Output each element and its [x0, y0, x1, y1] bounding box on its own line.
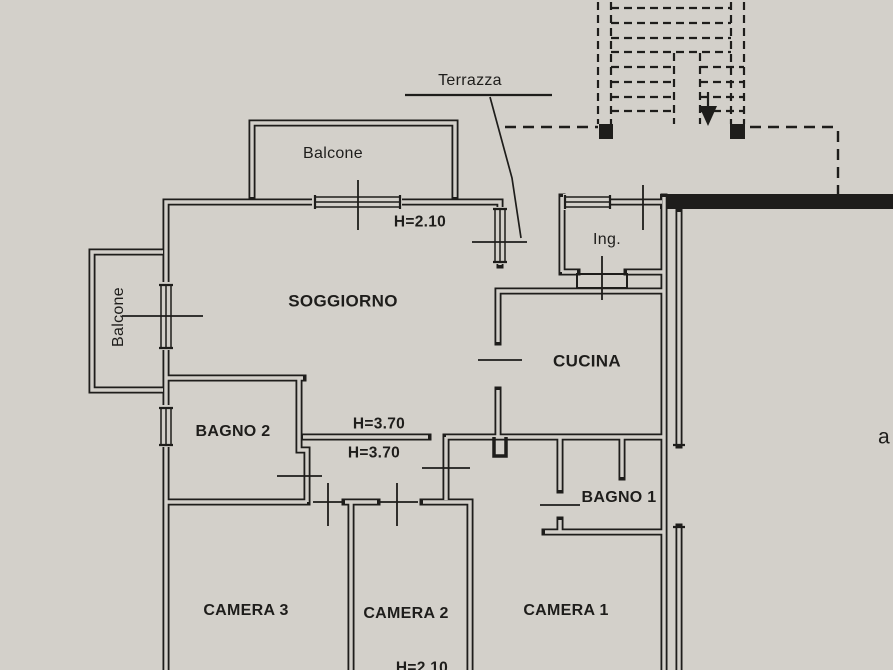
windows-layer	[159, 194, 612, 447]
stair-direction-arrow-icon	[699, 106, 717, 126]
label-cucina: CUCINA	[553, 351, 621, 371]
label-camera1: CAMERA 1	[523, 602, 609, 619]
terrazza-leader-line	[489, 96, 522, 239]
label-soggiorno: SOGGIORNO	[288, 291, 398, 311]
stair-wall-stub-right	[730, 124, 745, 139]
label-bagno2: BAGNO 2	[195, 423, 271, 440]
label-terrazza: Terrazza	[438, 72, 502, 89]
terrazza-annotation	[405, 93, 552, 239]
label-bagno1: BAGNO 1	[581, 489, 657, 506]
label-h-corridor-upper: H=3.70	[352, 415, 406, 433]
label-ingresso: Ing.	[593, 231, 621, 248]
label-h-corridor-lower: H=3.70	[347, 444, 401, 462]
terrace-dashed-boundary	[505, 125, 840, 197]
terrace-opening-caps	[673, 443, 685, 529]
ingresso-cucina-threshold	[576, 273, 628, 289]
label-camera3: CAMERA 3	[203, 602, 289, 619]
label-h-terrace-door: H=2.10	[393, 213, 447, 231]
label-balcone-top: Balcone	[303, 145, 363, 162]
label-camera2: CAMERA 2	[363, 605, 449, 622]
exterior-wall-top-right	[660, 194, 893, 209]
stairwell-dashed	[596, 2, 746, 139]
label-h-camera2-bottom: H=2.10	[395, 659, 449, 670]
door-details-layer	[492, 273, 685, 529]
stair-wall-stub-left	[599, 124, 613, 139]
corridor-door-jamb	[492, 437, 508, 458]
dimension-ticks	[122, 180, 644, 526]
label-balcone-left: Balcone	[110, 287, 127, 347]
edge-partial-text: a	[878, 425, 890, 449]
